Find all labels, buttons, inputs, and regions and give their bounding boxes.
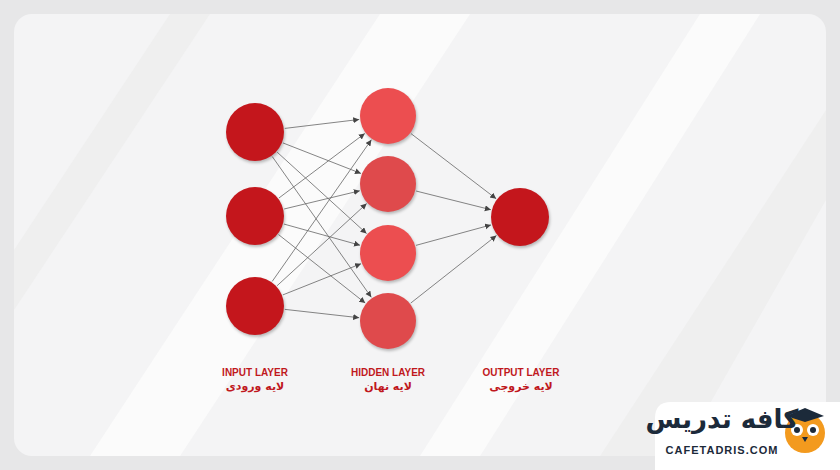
layer-label-fa: لایه خروجی	[489, 380, 553, 393]
hidden-neuron	[360, 156, 416, 212]
hidden-neuron	[360, 293, 416, 349]
frame	[14, 14, 826, 456]
output-neuron	[491, 188, 549, 246]
input-neuron	[226, 103, 284, 161]
connection-arrow	[283, 143, 361, 174]
connection-arrow	[416, 191, 491, 210]
connection-arrow	[416, 225, 491, 245]
input-neuron	[226, 187, 284, 245]
logo-text: کافه تدریس	[646, 404, 799, 434]
layer-label-fa: لایه ورودی	[226, 380, 285, 393]
diagonal-stripe	[14, 14, 210, 310]
hidden-neuron	[360, 225, 416, 281]
connection-arrow	[285, 119, 359, 128]
connection-arrow	[272, 140, 371, 282]
connection-arrow	[277, 204, 367, 286]
connection-arrow	[277, 152, 366, 233]
owl-eye	[807, 424, 819, 436]
owl-pupil	[810, 427, 816, 433]
connection-arrow	[411, 236, 497, 303]
connection-arrow	[284, 191, 360, 209]
connection-arrow	[279, 133, 365, 198]
connection-arrow	[284, 224, 360, 245]
input-neuron	[226, 277, 284, 335]
connection-arrow	[272, 157, 371, 298]
site-url: CAFETADRIS.COM	[666, 444, 779, 456]
layer-label-fa: لایه نهان	[364, 380, 412, 393]
diagonal-stripe	[600, 110, 826, 456]
connection-arrow	[283, 264, 361, 295]
connection-arrow	[411, 134, 496, 199]
layer-label: OUTPUT LAYER	[483, 367, 560, 378]
connection-arrow	[285, 309, 359, 317]
layer-label: INPUT LAYER	[222, 367, 288, 378]
owl-beak	[802, 437, 808, 442]
layer-label: HIDDEN LAYER	[351, 367, 425, 378]
hidden-neuron	[360, 88, 416, 144]
